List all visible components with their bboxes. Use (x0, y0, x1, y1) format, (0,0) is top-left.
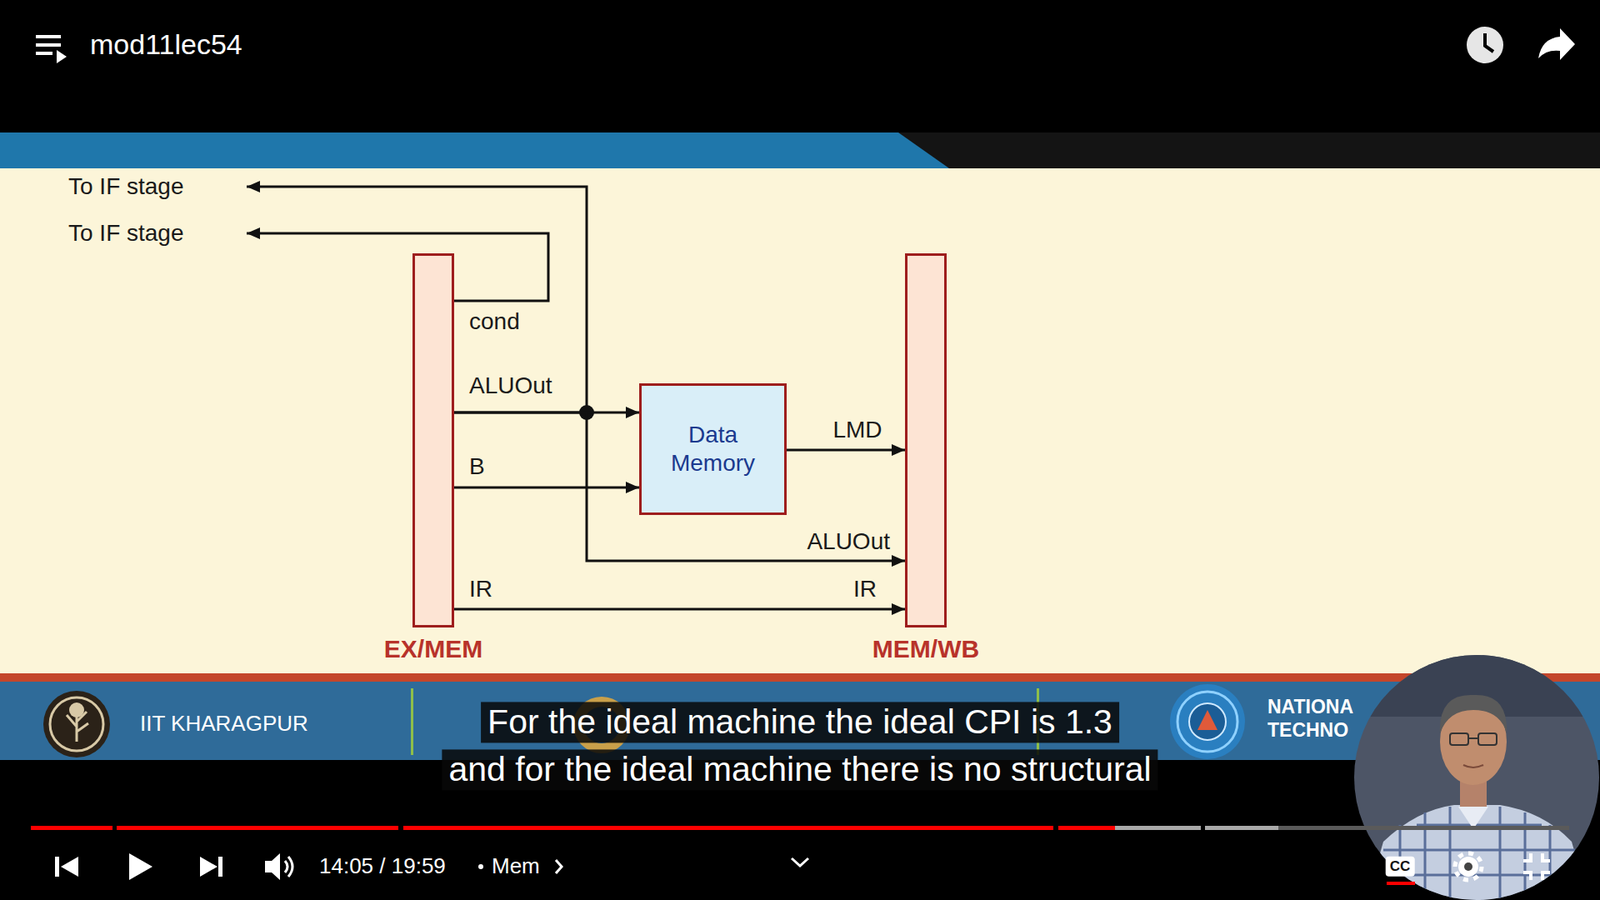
dropdown-chevron (791, 858, 809, 866)
settings-icon (1455, 853, 1482, 880)
signal-name: B (469, 452, 485, 481)
watch-later-icon (1466, 26, 1504, 64)
captions-button: CC (1385, 856, 1415, 877)
institute-logo (43, 690, 110, 758)
slide-ground (0, 168, 1600, 674)
register-name: EX/MEM (384, 635, 483, 664)
pipeline-register: EX/MEM (412, 253, 455, 628)
progress-bar (30, 825, 1570, 830)
signal-name: To IF stage (68, 219, 185, 248)
chapter-chevron (555, 860, 562, 874)
footer-text: TECHNO (1267, 719, 1349, 743)
cond-wire (246, 233, 549, 301)
volume-waves (285, 856, 293, 877)
block-name: Data Memory (655, 420, 772, 477)
playlist-icon (35, 35, 67, 64)
slide-band (0, 132, 950, 169)
video-title: mod11lec54 (90, 27, 243, 62)
slide-band-dark (0, 132, 1600, 169)
signal-name: ALUOut (806, 527, 890, 556)
footer-separator (410, 688, 414, 755)
signal-name: ALUOut (469, 371, 553, 400)
institute-name: IIT KHARAGPUR (140, 710, 309, 737)
signal-name: cond (469, 307, 520, 336)
signal-wire (454, 608, 905, 611)
register-name: MEM/WB (872, 635, 980, 664)
signal-name: IR (469, 575, 493, 604)
time-display: 14:05 / 19:59 (319, 853, 446, 880)
signal-name: To IF stage (68, 172, 185, 201)
subtitle-line: and for the ideal machine there is no st… (441, 749, 1158, 790)
lecturer-video (1350, 650, 1600, 900)
pipeline-register: MEM/WB (905, 253, 947, 628)
national-logo (1170, 684, 1245, 760)
signal-name: LMD (832, 415, 882, 445)
exit-fullscreen-icon (1523, 853, 1550, 880)
captions-active-bar (1386, 881, 1415, 885)
share-icon (1538, 28, 1575, 60)
player-controls (55, 853, 484, 880)
signal-wire (454, 486, 640, 490)
memory-block: Data Memory (639, 383, 787, 515)
footer-text: NATIONA (1267, 695, 1354, 720)
footer-rule (0, 673, 1600, 682)
signal-name: IR (853, 575, 877, 604)
chapter-name: Mem (491, 853, 540, 880)
subtitle-line: For the ideal machine the ideal CPI is 1… (480, 701, 1120, 743)
signal-wire (786, 449, 905, 452)
